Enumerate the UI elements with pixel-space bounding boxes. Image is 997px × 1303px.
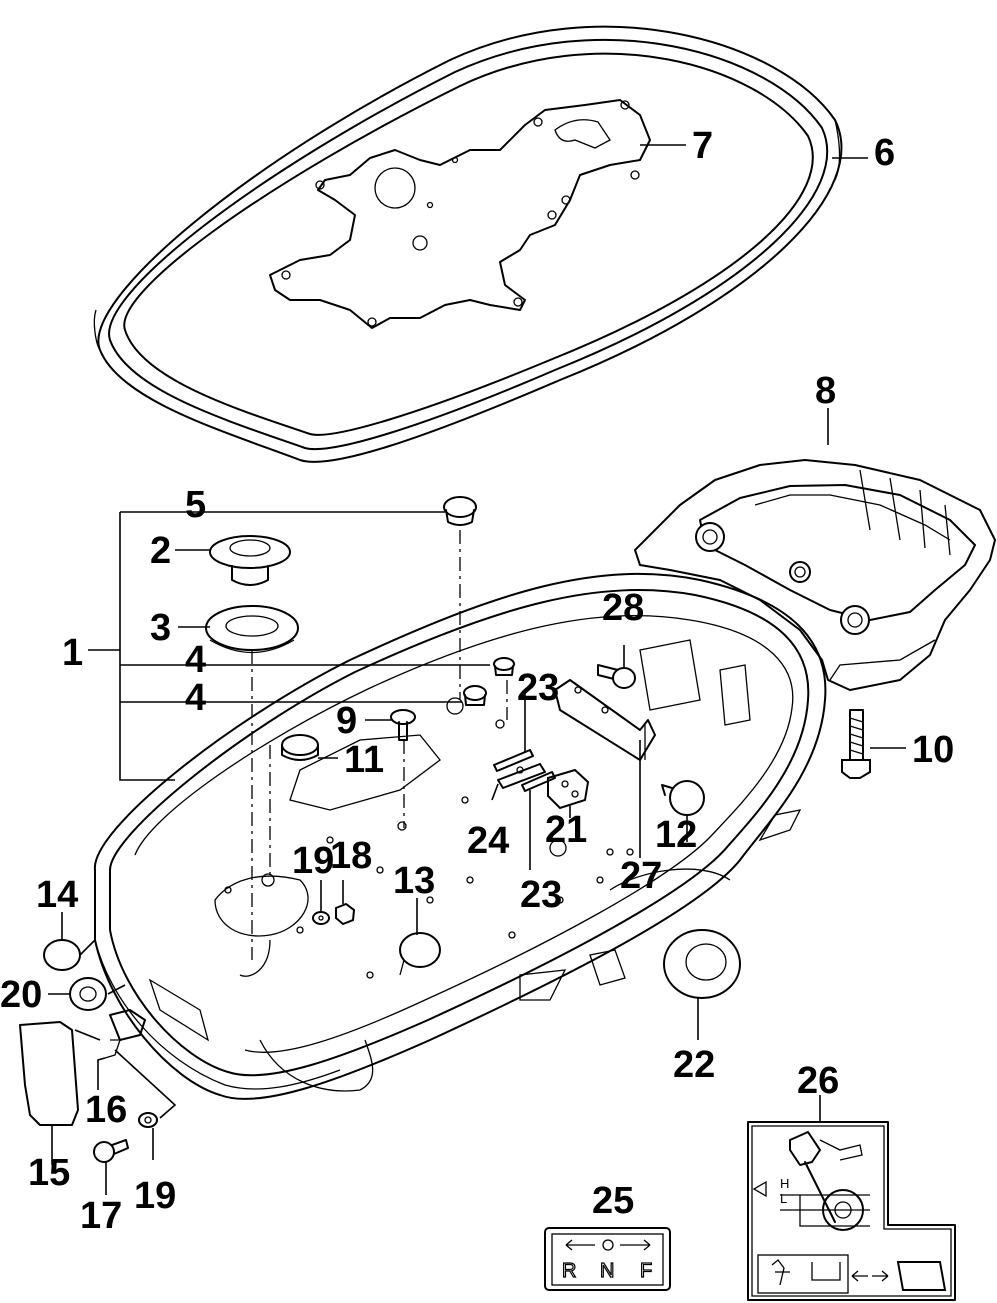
callout-7: 7 [692,125,713,167]
callout-19-upper: 19 [292,840,334,882]
grommet-part-22 [663,929,741,999]
callout-1: 1 [62,632,83,674]
bolt-part-9 [390,709,416,741]
callout-4-lower: 4 [185,677,206,719]
grommet-part-11 [281,734,319,761]
grommet-part-3 [205,605,299,654]
plug-part-12 [661,780,705,816]
plug-part-5 [443,496,477,526]
seal-ring-part-6 [93,25,843,463]
handle-part-8 [634,459,996,691]
callout-13: 13 [393,860,435,902]
callout-8: 8 [815,370,836,412]
washer-part-19-upper [312,911,330,925]
shift-letter-f: F [640,1260,652,1282]
callout-17: 17 [80,1195,122,1237]
grommet-part-2 [209,535,291,586]
callout-28: 28 [602,587,644,629]
oil-level-l: L [780,1191,787,1206]
callout-19-lower: 19 [134,1175,176,1217]
callout-12: 12 [655,814,697,856]
bolt-part-28 [597,664,636,689]
plug-part-13 [399,932,441,976]
leader-lines [48,144,906,1195]
oil-decal-part-26: H L [747,1121,956,1301]
bottom-cowling-part-1 [93,572,827,1100]
callout-22: 22 [673,1044,715,1086]
callout-15: 15 [28,1152,70,1194]
pin-part-23-upper [493,749,534,772]
callout-26: 26 [797,1060,839,1102]
cap-part-14 [43,939,81,971]
callout-labels: 1 2 3 4 4 5 6 7 8 9 10 11 12 13 14 15 16… [0,125,954,1237]
callout-6: 6 [874,132,895,174]
plug-part-4-upper [493,657,515,676]
clip-part-24 [497,763,546,789]
oil-level-h: H [780,1176,789,1191]
shift-decal-part-25: R N F [544,1227,671,1291]
plate-part-27 [554,679,656,761]
callout-10: 10 [912,729,954,771]
nut-part-18 [335,902,356,926]
callout-2: 2 [150,530,171,572]
callout-14: 14 [36,874,78,916]
callout-18: 18 [330,835,372,877]
callout-16: 16 [85,1089,127,1131]
callout-5: 5 [185,484,206,526]
bolt-part-10 [841,709,871,779]
callout-27: 27 [620,855,662,897]
washer-part-19-lower [138,1112,158,1128]
callout-3: 3 [150,607,171,649]
callout-20: 20 [0,974,42,1016]
gasket-part-7 [269,99,651,329]
pin-part-23-lower [521,771,556,792]
screw-part-17 [93,1139,129,1163]
callout-23-lower: 23 [520,874,562,916]
callout-4-upper: 4 [185,639,206,681]
grommet-part-20 [69,977,107,1011]
lock-part-16 [104,1009,146,1059]
callout-23-upper: 23 [517,667,559,709]
shift-letter-n: N [600,1260,614,1282]
callout-25: 25 [592,1180,634,1222]
callout-9: 9 [336,700,357,742]
plug-part-4-lower [463,685,487,706]
callout-24: 24 [467,820,509,862]
shift-letter-r: R [562,1260,576,1282]
bracket-part-21 [547,768,590,810]
callout-11: 11 [344,739,384,781]
callout-21: 21 [545,809,587,851]
lever-part-15 [19,1021,79,1126]
